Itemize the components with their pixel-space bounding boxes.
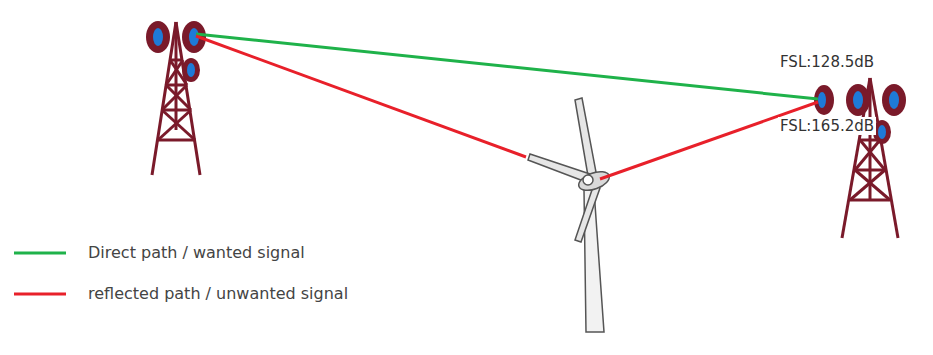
left-antennas: [146, 21, 206, 82]
legend-sample: [14, 252, 66, 255]
right-tower: [842, 78, 898, 238]
path-loss-label: FSL:165.2dB: [778, 117, 876, 135]
wind-turbine: [528, 98, 612, 332]
path-loss-label: FSL:128.5dB: [778, 53, 876, 71]
left-tower: [152, 22, 200, 175]
reflected-path: [600, 102, 818, 179]
legend-text: reflected path / unwanted signal: [88, 284, 348, 303]
legend-text: Direct path / wanted signal: [88, 243, 305, 262]
right-antennas: [814, 84, 906, 144]
reflected-path: [196, 36, 526, 157]
direct-path: [196, 34, 818, 99]
legend-sample: [14, 293, 66, 296]
